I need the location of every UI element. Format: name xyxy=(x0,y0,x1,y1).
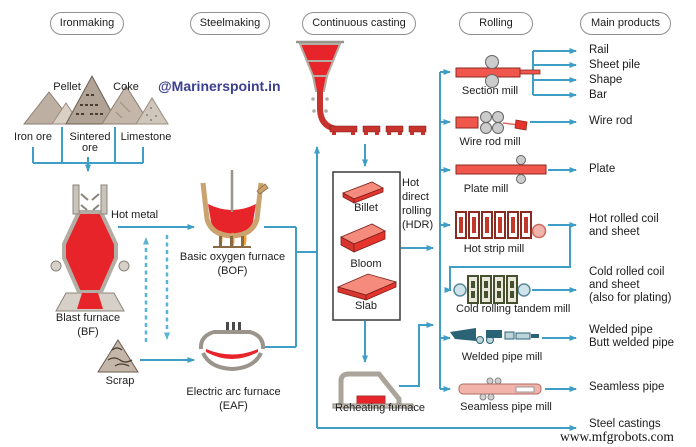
label-billet: Billet xyxy=(354,202,378,214)
caster-icon xyxy=(296,40,427,135)
label-pellet: Pellet xyxy=(53,81,81,93)
label-coke: Coke xyxy=(113,81,139,93)
label-product-sheet-pile: Sheet pile xyxy=(589,59,641,71)
label-hdr-4: (HDR) xyxy=(402,219,434,231)
wire-rod-mill-icon xyxy=(455,111,528,134)
semis-box xyxy=(332,171,401,321)
welded-pipe-mill-icon xyxy=(450,328,539,344)
label-blast-furnace: Blast furnace xyxy=(55,312,121,324)
stage-pill-ironmaking: Ironmaking xyxy=(50,12,124,35)
reheating-furnace-icon xyxy=(332,371,414,409)
label-iron-ore: Iron ore xyxy=(14,131,52,143)
footer-site-text: www.mfgrobots.com xyxy=(560,429,674,444)
slab-icon xyxy=(336,273,398,301)
hot-strip-mill-icon xyxy=(455,211,547,239)
stage-pill-continuous-casting: Continuous casting xyxy=(302,12,416,35)
bof-eaf-collector-line xyxy=(264,226,316,348)
label-sintered-ore: ore xyxy=(82,142,98,154)
stage-pill-main-products: Main products xyxy=(580,12,671,35)
label-eaf: Electric arc furnace xyxy=(186,386,281,398)
label-hdr-1: Hot xyxy=(402,177,420,189)
label-reheating-furnace: Reheating furnace xyxy=(335,402,425,414)
label-blast-furnace-abbr: (BF) xyxy=(77,326,99,338)
watermark-text: @Marinerspoint.in xyxy=(158,78,281,94)
dashed-exchange-arrows xyxy=(143,235,170,342)
label-product-seamless-pipe: Seamless pipe xyxy=(589,381,665,393)
sintered-ore-pile-icon xyxy=(65,74,119,125)
billet-icon xyxy=(342,181,384,204)
eaf-icon xyxy=(198,322,266,372)
label-product-cold-rolled-3: (also for plating) xyxy=(589,292,672,304)
label-seamless-pipe-mill: Seamless pipe mill xyxy=(460,401,552,413)
limestone-pile-icon xyxy=(135,97,169,125)
bof-icon xyxy=(200,170,269,248)
label-product-cold-rolled-2: and sheet xyxy=(589,279,640,291)
label-hdr-3: rolling xyxy=(402,205,432,217)
ore-piles-icon xyxy=(22,74,169,125)
label-wire-rod-mill: Wire rod mill xyxy=(459,136,521,148)
label-welded-pipe-mill: Welded pipe mill xyxy=(461,351,543,363)
label-sintered: Sintered xyxy=(69,131,111,143)
label-product-welded-pipe-2: Butt welded pipe xyxy=(589,337,675,349)
stage-pill-steelmaking: Steelmaking xyxy=(190,12,270,35)
label-cold-tandem-mill: Cold rolling tandem mill xyxy=(456,303,571,315)
hot-to-cold-mill-line xyxy=(444,225,571,293)
label-slab: Slab xyxy=(354,300,378,312)
cold-rolling-tandem-mill-icon xyxy=(453,275,531,304)
reheat-return-line xyxy=(399,322,434,387)
label-product-wire-rod: Wire rod xyxy=(589,115,633,127)
label-product-bar: Bar xyxy=(589,89,607,101)
label-product-hot-rolled-1: Hot rolled coil xyxy=(589,213,659,225)
label-product-plate: Plate xyxy=(589,163,616,175)
label-product-cold-rolled-1: Cold rolled coil xyxy=(589,266,665,278)
label-bof: Basic oxygen furnace xyxy=(179,251,286,263)
label-hot-metal: Hot metal xyxy=(111,209,159,221)
label-hdr-2: direct xyxy=(402,191,429,203)
bloom-icon xyxy=(340,223,386,253)
label-product-hot-rolled-2: and sheet xyxy=(589,226,640,238)
label-product-steel-castings: Steel castings xyxy=(589,418,661,430)
section-mill-icon xyxy=(455,55,541,88)
coke-pile-icon xyxy=(101,85,151,125)
label-bloom: Bloom xyxy=(350,258,382,270)
label-limestone: Limestone xyxy=(120,131,172,143)
blast-furnace-icon xyxy=(50,184,130,312)
seamless-pipe-mill-icon xyxy=(458,377,542,401)
plate-mill-icon xyxy=(455,155,547,184)
label-product-rail: Rail xyxy=(589,44,609,56)
flow-lines xyxy=(32,48,577,431)
label-hot-strip-mill: Hot strip mill xyxy=(463,243,525,255)
cast-strand-icon xyxy=(329,125,427,135)
scrap-pile-icon xyxy=(97,339,139,373)
label-section-mill: Section mill xyxy=(461,85,519,97)
label-eaf-abbr: (EAF) xyxy=(219,400,248,412)
label-plate-mill: Plate mill xyxy=(463,183,509,195)
ore-manifold-line xyxy=(32,127,144,164)
label-scrap: Scrap xyxy=(105,375,135,387)
label-bof-abbr: (BOF) xyxy=(217,265,248,277)
stage-pill-rolling: Rolling xyxy=(459,12,533,35)
label-product-shape: Shape xyxy=(589,74,623,86)
label-product-welded-pipe-1: Welded pipe xyxy=(589,324,653,336)
